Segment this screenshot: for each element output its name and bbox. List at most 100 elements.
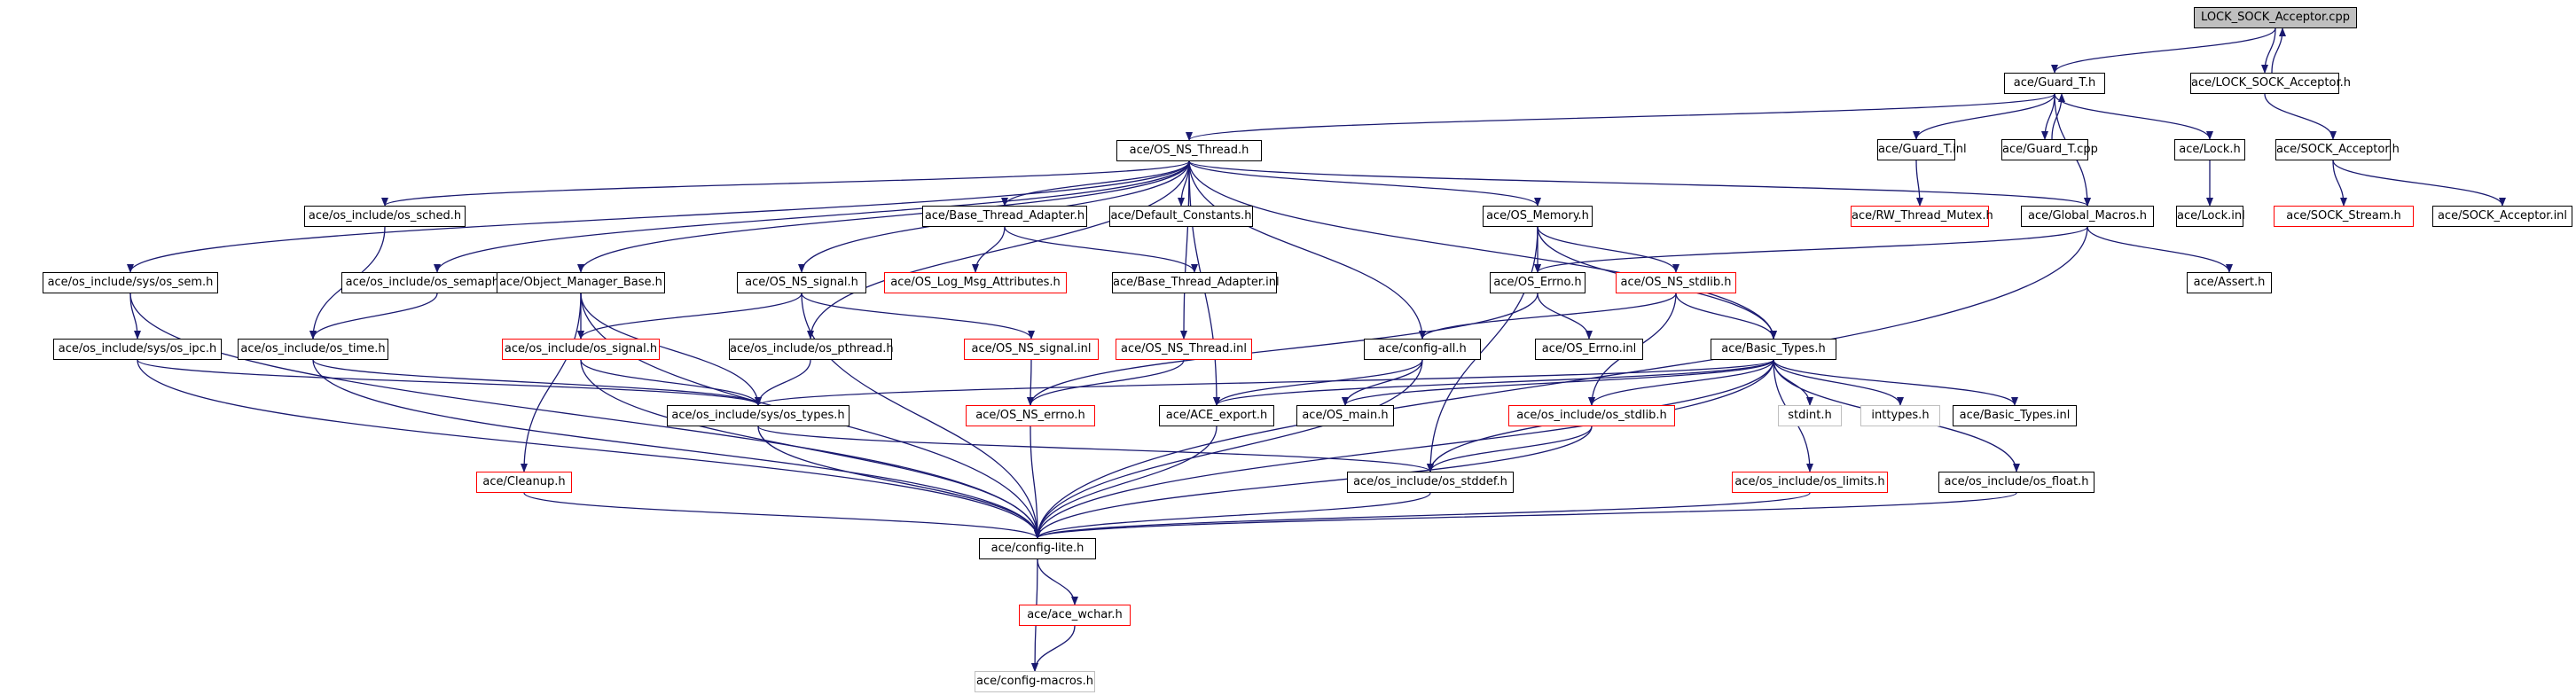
node-ace-os-ns-thread-inl[interactable]: ace/OS_NS_Thread.inl — [1116, 339, 1252, 360]
node-ace-default-constants-h[interactable]: ace/Default_Constants.h — [1109, 206, 1253, 227]
node-ace-os-include-os-signal-h[interactable]: ace/os_include/os_signal.h — [502, 339, 660, 360]
edge-ace-os-include-os-time-h-to-ace-config-lite-h — [312, 359, 1041, 539]
edge-ace-os-ns-stdlib-h-to-ace-basic-types-h — [1675, 293, 1777, 340]
node-ace-os-ns-errno-h[interactable]: ace/OS_NS_errno.h — [966, 405, 1095, 426]
edge-lock-sock-acceptor-cpp-to-ace-lock-sock-acceptor-h — [2261, 27, 2276, 74]
edge-ace-os-include-os-semaphore-h-to-ace-os-include-os-time-h — [309, 293, 438, 340]
node-ace-lock-inl[interactable]: ace/Lock.inl — [2176, 206, 2245, 227]
node-ace-os-main-h[interactable]: ace/OS_main.h — [1296, 405, 1394, 426]
edge-ace-os-memory-h-to-ace-os-ns-stdlib-h — [1537, 226, 1679, 273]
node-ace-os-memory-h[interactable]: ace/OS_Memory.h — [1483, 206, 1593, 227]
node-ace-os-include-os-float-h[interactable]: ace/os_include/os_float.h — [1938, 472, 2094, 493]
edge-ace-os-include-sys-os-ipc-h-to-ace-os-include-sys-os-types-h — [137, 359, 762, 406]
edge-ace-sock-acceptor-h-to-ace-sock-acceptor-inl — [2332, 160, 2506, 207]
node-ace-os-include-os-time-h[interactable]: ace/os_include/os_time.h — [238, 339, 388, 360]
node-stdint-h[interactable]: stdint.h — [1778, 405, 1842, 426]
edge-ace-basic-types-h-to-ace-config-lite-h — [1034, 359, 1774, 539]
node-ace-os-log-msg-attributes-h[interactable]: ace/OS_Log_Msg_Attributes.h — [884, 272, 1067, 293]
edge-ace-guard-t-inl-to-ace-rw-thread-mutex-h — [1915, 160, 1923, 207]
edge-ace-basic-types-h-to-ace-os-main-h — [1342, 359, 1774, 406]
edge-ace-basic-types-h-to-ace-ace-export-h — [1213, 359, 1774, 406]
edge-ace-cleanup-h-to-ace-config-lite-h — [523, 492, 1041, 539]
node-ace-os-ns-thread-h[interactable]: ace/OS_NS_Thread.h — [1116, 140, 1262, 161]
node-ace-sock-stream-h[interactable]: ace/SOCK_Stream.h — [2274, 206, 2414, 227]
edge-ace-global-macros-h-to-ace-os-errno-h — [1534, 226, 2088, 273]
edge-ace-os-ns-stdlib-h-to-ace-config-all-h — [1419, 293, 1677, 340]
edge-ace-os-errno-h-to-ace-os-ns-errno-h — [1027, 293, 1539, 406]
node-ace-lock-h[interactable]: ace/Lock.h — [2174, 139, 2245, 160]
node-ace-ace-export-h[interactable]: ace/ACE_export.h — [1159, 405, 1274, 426]
edge-ace-basic-types-h-to-inttypes-h — [1773, 359, 1904, 406]
edge-ace-os-include-os-limits-h-to-ace-config-lite-h — [1034, 492, 1811, 539]
node-ace-basic-types-h[interactable]: ace/Basic_Types.h — [1711, 339, 1836, 360]
edge-ace-os-include-os-time-h-to-ace-os-include-sys-os-types-h — [312, 359, 762, 406]
edge-ace-base-thread-adapter-h-to-ace-base-thread-adapter-inl — [1004, 226, 1198, 273]
node-ace-base-thread-adapter-inl[interactable]: ace/Base_Thread_Adapter.inl — [1112, 272, 1280, 293]
edge-ace-os-ns-thread-inl-to-ace-os-ns-errno-h — [1027, 359, 1185, 406]
edge-ace-os-include-os-float-h-to-ace-config-lite-h — [1034, 492, 2017, 539]
node-ace-lock-sock-acceptor-h[interactable]: ace/LOCK_SOCK_Acceptor.h — [2190, 73, 2351, 94]
edge-ace-os-ns-thread-h-to-ace-os-ns-thread-inl — [1180, 160, 1190, 340]
node-ace-os-ns-signal-inl[interactable]: ace/OS_NS_signal.inl — [964, 339, 1099, 360]
node-ace-cleanup-h[interactable]: ace/Cleanup.h — [476, 472, 572, 493]
node-ace-os-errno-inl[interactable]: ace/OS_Errno.inl — [1535, 339, 1643, 360]
edge-ace-global-macros-h-to-ace-assert-h — [2087, 226, 2233, 273]
node-ace-config-all-h[interactable]: ace/config-all.h — [1364, 339, 1481, 360]
edge-ace-config-all-h-to-ace-ace-export-h — [1213, 359, 1423, 406]
edge-ace-os-ns-thread-h-to-ace-os-include-sys-os-sem-h — [127, 160, 1190, 273]
edge-ace-guard-t-h-to-ace-lock-h — [2054, 93, 2213, 140]
node-inttypes-h[interactable]: inttypes.h — [1860, 405, 1940, 426]
edge-ace-basic-types-h-to-ace-os-include-sys-os-types-h — [755, 359, 1774, 406]
edge-ace-base-thread-adapter-h-to-ace-os-log-msg-attributes-h — [972, 226, 1006, 273]
node-ace-assert-h[interactable]: ace/Assert.h — [2187, 272, 2272, 293]
node-ace-guard-t-h[interactable]: ace/Guard_T.h — [2004, 73, 2105, 94]
edge-ace-basic-types-h-to-ace-os-include-os-stdlib-h — [1588, 359, 1774, 406]
edge-ace-os-include-os-stdlib-h-to-ace-config-lite-h — [1034, 426, 1593, 539]
node-ace-ace-wchar-h[interactable]: ace/ace_wchar.h — [1019, 605, 1131, 626]
node-lock-sock-acceptor-cpp: LOCK_SOCK_Acceptor.cpp — [2194, 7, 2357, 28]
edge-ace-os-memory-h-to-ace-os-include-os-stddef-h — [1427, 226, 1539, 472]
node-ace-os-include-os-stddef-h[interactable]: ace/os_include/os_stddef.h — [1347, 472, 1514, 493]
edge-ace-os-ns-signal-h-to-ace-config-lite-h — [801, 293, 1041, 539]
node-ace-sock-acceptor-inl[interactable]: ace/SOCK_Acceptor.inl — [2432, 206, 2572, 227]
edge-ace-os-include-sys-os-types-h-to-ace-os-include-os-stddef-h — [757, 426, 1434, 472]
edge-ace-os-include-os-stddef-h-to-ace-config-lite-h — [1034, 492, 1431, 539]
node-ace-os-include-os-limits-h[interactable]: ace/os_include/os_limits.h — [1732, 472, 1888, 493]
edge-ace-config-lite-h-to-ace-ace-wchar-h — [1037, 558, 1078, 605]
node-ace-os-include-os-sched-h[interactable]: ace/os_include/os_sched.h — [304, 206, 466, 227]
node-ace-guard-t-cpp[interactable]: ace/Guard_T.cpp — [2001, 139, 2098, 160]
edge-ace-os-include-sys-os-ipc-h-to-ace-config-lite-h — [137, 359, 1041, 539]
node-ace-os-include-os-stdlib-h[interactable]: ace/os_include/os_stdlib.h — [1508, 405, 1675, 426]
node-ace-base-thread-adapter-h[interactable]: ace/Base_Thread_Adapter.h — [922, 206, 1087, 227]
node-ace-config-lite-h[interactable]: ace/config-lite.h — [979, 538, 1096, 559]
edge-ace-sock-acceptor-h-to-ace-sock-stream-h — [2332, 160, 2347, 207]
node-ace-os-ns-signal-h[interactable]: ace/OS_NS_signal.h — [737, 272, 866, 293]
edge-ace-os-errno-h-to-ace-os-errno-inl — [1537, 293, 1593, 340]
node-ace-os-include-sys-os-ipc-h[interactable]: ace/os_include/sys/os_ipc.h — [53, 339, 222, 360]
node-ace-os-include-sys-os-sem-h[interactable]: ace/os_include/sys/os_sem.h — [43, 272, 218, 293]
node-ace-os-include-os-pthread-h[interactable]: ace/os_include/os_pthread.h — [729, 339, 894, 360]
edge-ace-os-ns-thread-h-to-ace-os-include-os-semaphore-h — [434, 160, 1190, 273]
edge-ace-os-include-sys-os-types-h-to-ace-config-lite-h — [757, 426, 1041, 539]
node-ace-basic-types-inl[interactable]: ace/Basic_Types.inl — [1953, 405, 2077, 426]
edge-ace-guard-t-h-to-ace-guard-t-inl — [1913, 93, 2055, 140]
edge-ace-lock-sock-acceptor-h-to-lock-sock-acceptor-cpp — [2271, 27, 2286, 74]
edge-ace-os-include-os-stdlib-h-to-ace-os-include-os-stddef-h — [1427, 426, 1593, 472]
node-ace-sock-acceptor-h[interactable]: ace/SOCK_Acceptor.h — [2275, 139, 2400, 160]
edge-ace-os-ns-thread-h-to-ace-basic-types-h — [1188, 160, 1777, 340]
node-ace-os-errno-h[interactable]: ace/OS_Errno.h — [1490, 272, 1586, 293]
node-ace-rw-thread-mutex-h[interactable]: ace/RW_Thread_Mutex.h — [1851, 206, 1993, 227]
edge-ace-lock-sock-acceptor-h-to-ace-sock-acceptor-h — [2264, 93, 2337, 140]
edge-ace-ace-export-h-to-ace-config-lite-h — [1034, 426, 1218, 539]
node-ace-object-manager-base-h[interactable]: ace/Object_Manager_Base.h — [497, 272, 665, 293]
edge-ace-guard-t-h-to-ace-os-ns-thread-h — [1186, 93, 2055, 141]
node-ace-os-ns-stdlib-h[interactable]: ace/OS_NS_stdlib.h — [1616, 272, 1736, 293]
node-ace-os-include-sys-os-types-h[interactable]: ace/os_include/sys/os_types.h — [667, 405, 850, 426]
edge-ace-ace-wchar-h-to-ace-config-macros-h — [1031, 625, 1076, 672]
node-ace-guard-t-inl[interactable]: ace/Guard_T.inl — [1877, 139, 1967, 160]
node-ace-global-macros-h[interactable]: ace/Global_Macros.h — [2021, 206, 2154, 227]
edge-ace-os-ns-signal-h-to-ace-os-include-os-signal-h — [577, 293, 803, 340]
node-ace-config-macros-h[interactable]: ace/config-macros.h — [975, 671, 1095, 692]
edge-ace-os-ns-thread-h-to-ace-config-all-h — [1188, 160, 1426, 340]
